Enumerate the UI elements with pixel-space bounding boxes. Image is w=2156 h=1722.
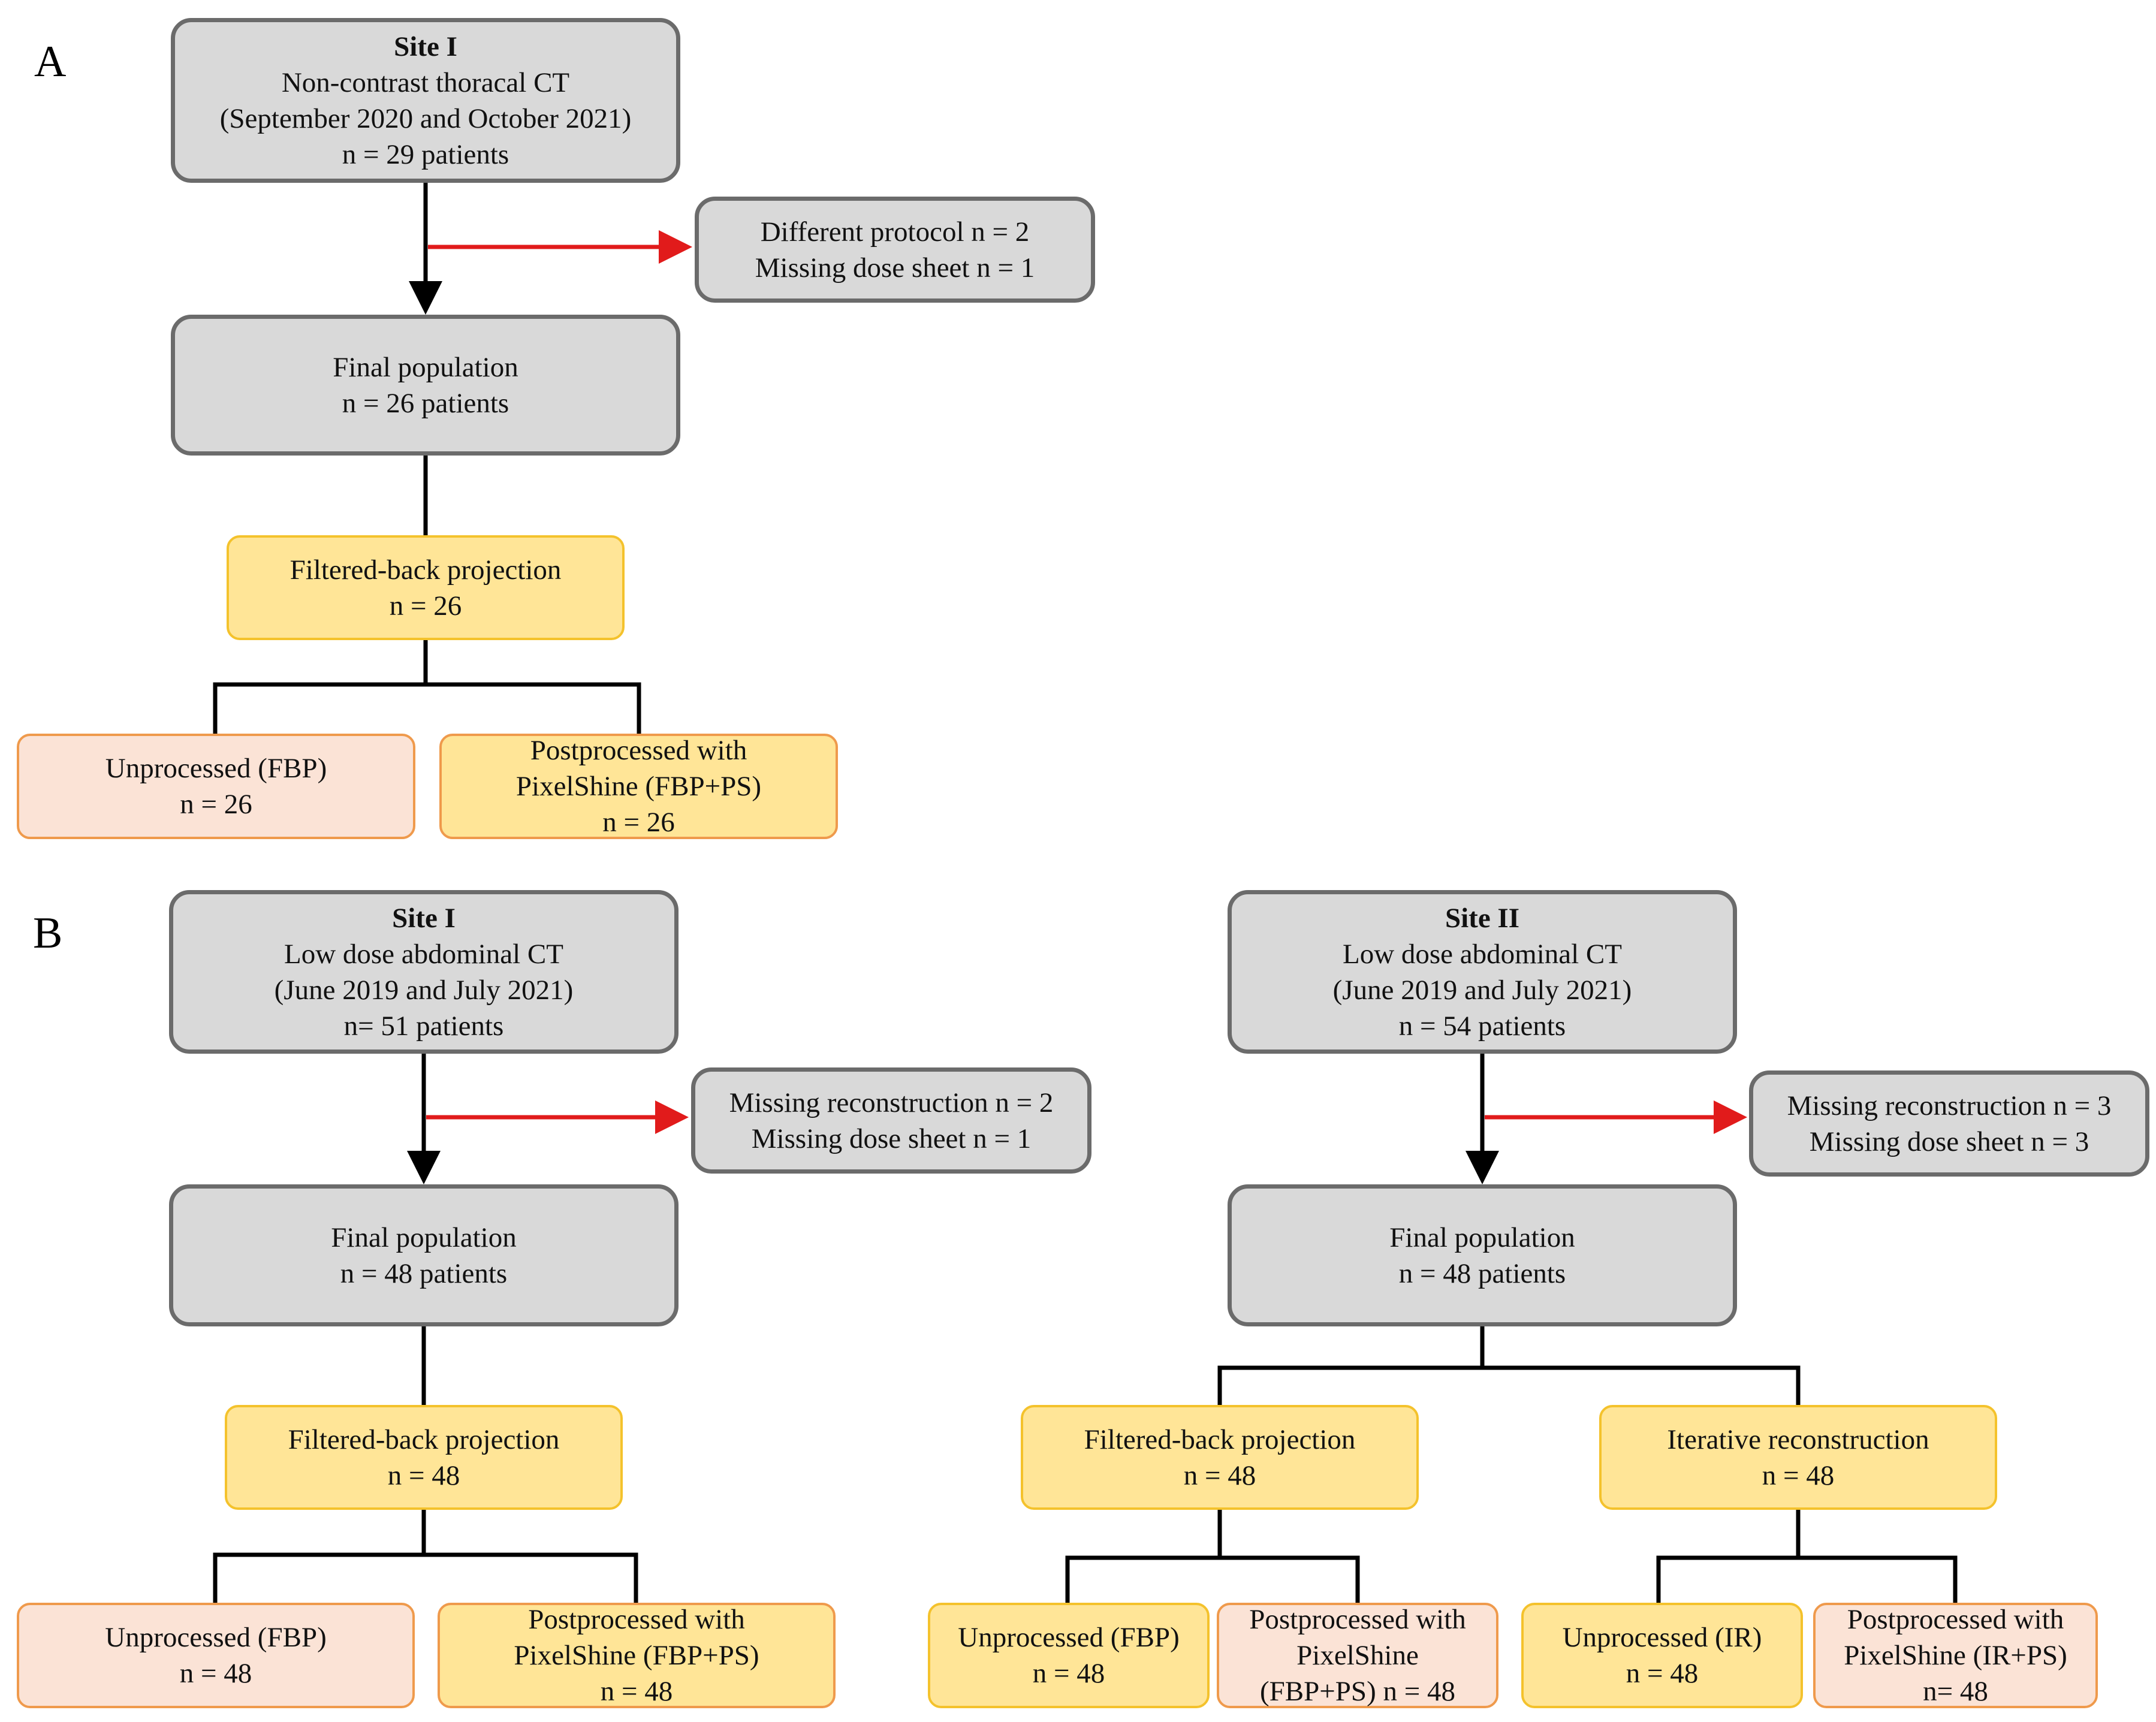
a-post-line: PixelShine (FBP+PS) bbox=[515, 771, 762, 802]
b2-ir-box: Iterative reconstruction n = 48 bbox=[1599, 1405, 1997, 1510]
panel-label-b: B bbox=[33, 909, 63, 958]
b2-ir-post-line: Postprocessed with bbox=[1847, 1604, 2064, 1635]
b1-recon-split-right bbox=[424, 1552, 638, 1603]
b2-ir-split bbox=[1656, 1510, 1801, 1603]
b2-site-line: Low dose abdominal CT bbox=[1342, 938, 1622, 970]
b1-recon-split bbox=[213, 1510, 426, 1603]
a-final-line: n = 26 patients bbox=[342, 387, 509, 419]
b2-exclusion-line: Missing reconstruction n = 3 bbox=[1787, 1090, 2112, 1121]
b1-post-line: n = 48 bbox=[600, 1676, 673, 1707]
b2-site-title: Site II bbox=[1445, 902, 1520, 934]
b2-fbp-post-line: Postprocessed with bbox=[1249, 1604, 1466, 1635]
a-exclusion-line: Missing dose sheet n = 1 bbox=[755, 252, 1035, 284]
a-final-population-box: Final population n = 26 patients bbox=[171, 315, 680, 456]
b1-recon-line: Filtered-back projection bbox=[288, 1424, 560, 1455]
a-exclusion-line: Different protocol n = 2 bbox=[760, 216, 1030, 248]
b1-unproc-line: n = 48 bbox=[179, 1658, 252, 1689]
b1-unproc-line: Unprocessed (FBP) bbox=[105, 1622, 327, 1653]
b2-fbp-split-right bbox=[1220, 1555, 1360, 1603]
b1-final-line: Final population bbox=[331, 1222, 517, 1253]
a-recon-split bbox=[213, 640, 428, 734]
b1-site-title: Site I bbox=[392, 902, 456, 934]
b2-exclusion-line: Missing dose sheet n = 3 bbox=[1809, 1126, 2089, 1157]
b2-fbp-box: Filtered-back projection n = 48 bbox=[1021, 1405, 1419, 1510]
b1-reconstruction-box: Filtered-back projection n = 48 bbox=[225, 1405, 623, 1510]
b2-fbp-post-line: (FBP+PS) n = 48 bbox=[1260, 1676, 1455, 1707]
b1-site-line: n= 51 patients bbox=[343, 1010, 504, 1042]
b2-exclusion-box: Missing reconstruction n = 3 Missing dos… bbox=[1749, 1070, 2149, 1177]
b2-site-line: (June 2019 and July 2021) bbox=[1332, 974, 1632, 1006]
a-unprocessed-box: Unprocessed (FBP) n = 26 bbox=[17, 734, 415, 839]
b2-ir-unproc-line: Unprocessed (IR) bbox=[1562, 1622, 1762, 1653]
b2-site-box: Site II Low dose abdominal CT (June 2019… bbox=[1228, 890, 1737, 1054]
b2-ir-postprocessed-box: Postprocessed with PixelShine (IR+PS) n=… bbox=[1813, 1603, 2098, 1708]
b1-final-line: n = 48 patients bbox=[340, 1257, 508, 1289]
b2-ir-unprocessed-box: Unprocessed (IR) n = 48 bbox=[1521, 1603, 1803, 1708]
a-exclusion-box: Different protocol n = 2 Missing dose sh… bbox=[695, 197, 1095, 303]
a-site-line: n = 29 patients bbox=[342, 138, 509, 170]
b2-final-split bbox=[1217, 1326, 1485, 1405]
b1-exclusion-line: Missing dose sheet n = 1 bbox=[751, 1123, 1032, 1154]
b1-recon-line: n = 48 bbox=[387, 1459, 460, 1491]
b2-fbp-split bbox=[1065, 1510, 1222, 1603]
b2-fbp-line: n = 48 bbox=[1183, 1459, 1256, 1491]
b2-fbp-unproc-line: n = 48 bbox=[1032, 1658, 1105, 1689]
b1-final-population-box: Final population n = 48 patients bbox=[169, 1184, 679, 1326]
b1-exclusion-box: Missing reconstruction n = 2 Missing dos… bbox=[691, 1067, 1091, 1174]
b2-ir-unproc-line: n = 48 bbox=[1626, 1658, 1699, 1689]
b2-fbp-line: Filtered-back projection bbox=[1084, 1424, 1356, 1455]
b1-site-box: Site I Low dose abdominal CT (June 2019 … bbox=[169, 890, 679, 1054]
b1-postprocessed-box: Postprocessed with PixelShine (FBP+PS) n… bbox=[438, 1603, 836, 1708]
a-site-line: (September 2020 and October 2021) bbox=[219, 102, 632, 134]
b1-post-line: PixelShine (FBP+PS) bbox=[514, 1640, 759, 1671]
b2-fbp-unproc-line: Unprocessed (FBP) bbox=[958, 1622, 1180, 1653]
a-post-line: n = 26 bbox=[602, 807, 675, 838]
b2-site-line: n = 54 patients bbox=[1398, 1010, 1566, 1042]
b2-final-population-box: Final population n = 48 patients bbox=[1228, 1184, 1737, 1326]
b2-fbp-post-line: PixelShine bbox=[1296, 1640, 1419, 1671]
panel-label-a: A bbox=[34, 37, 67, 86]
b2-fbp-unprocessed-box: Unprocessed (FBP) n = 48 bbox=[928, 1603, 1210, 1708]
a-recon-line: Filtered-back projection bbox=[290, 554, 562, 586]
a-site-line: Non-contrast thoracal CT bbox=[281, 67, 570, 98]
b2-ir-post-line: n= 48 bbox=[1923, 1676, 1988, 1707]
a-final-line: Final population bbox=[333, 351, 518, 383]
b2-final-line: n = 48 patients bbox=[1398, 1257, 1566, 1289]
a-site-box: Site I Non-contrast thoracal CT (Septemb… bbox=[171, 18, 680, 183]
b2-ir-split-right bbox=[1798, 1555, 1958, 1603]
b2-final-split-right bbox=[1482, 1365, 1801, 1405]
b1-site-line: (June 2019 and July 2021) bbox=[274, 974, 574, 1006]
a-unproc-line: n = 26 bbox=[180, 789, 252, 820]
a-reconstruction-box: Filtered-back projection n = 26 bbox=[227, 535, 625, 640]
a-recon-split-right bbox=[426, 682, 641, 734]
a-postprocessed-box: Postprocessed with PixelShine (FBP+PS) n… bbox=[439, 734, 838, 839]
b1-unprocessed-box: Unprocessed (FBP) n = 48 bbox=[17, 1603, 415, 1708]
a-recon-line: n = 26 bbox=[389, 590, 462, 622]
b2-ir-post-line: PixelShine (IR+PS) bbox=[1844, 1640, 2067, 1671]
b2-final-line: Final population bbox=[1389, 1222, 1575, 1253]
b2-ir-line: Iterative reconstruction bbox=[1667, 1424, 1929, 1455]
a-unproc-line: Unprocessed (FBP) bbox=[105, 753, 327, 784]
a-post-line: Postprocessed with bbox=[530, 735, 747, 766]
b1-exclusion-line: Missing reconstruction n = 2 bbox=[729, 1087, 1054, 1118]
b1-site-line: Low dose abdominal CT bbox=[284, 938, 563, 970]
b2-ir-line: n = 48 bbox=[1762, 1459, 1835, 1491]
a-site-title: Site I bbox=[394, 31, 457, 62]
b2-fbp-postprocessed-box: Postprocessed with PixelShine (FBP+PS) n… bbox=[1217, 1603, 1498, 1708]
b1-post-line: Postprocessed with bbox=[528, 1604, 745, 1635]
